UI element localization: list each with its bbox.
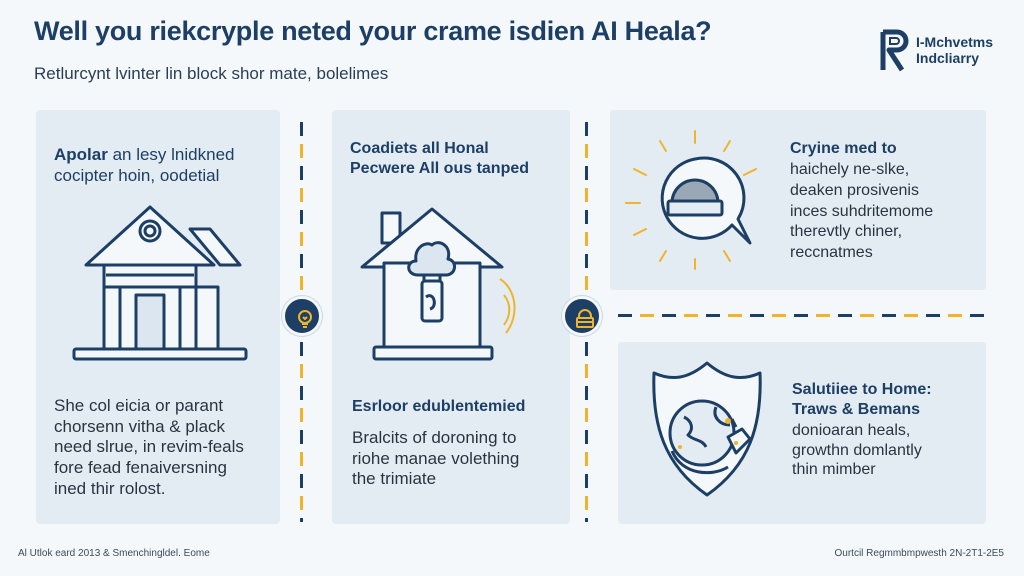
divider-horizontal [618, 314, 986, 317]
panel2-body-line: the trimiate [352, 469, 437, 489]
panel3-body-line: reccnatmes [790, 244, 873, 262]
panel1-body-line: fore fead fenaiversning [54, 458, 227, 478]
footer-left: Al Utlok eard 2013 & Smenchingldel. Eome [18, 548, 210, 559]
panel1-heading-bold: Apolar [54, 145, 108, 164]
panel2-body-line: riohe manae volething [352, 448, 520, 468]
lock-icon [576, 309, 594, 328]
panel4-body: donioaran heals, growthn domlantly thin … [792, 421, 922, 480]
panel2-body-line: Bralcits of doroning to [352, 428, 517, 447]
logo-line-2: Indcliarry [916, 50, 980, 66]
panel1-body: She col eicia or parant chorsenn vitha &… [54, 396, 244, 500]
house-icon [72, 205, 248, 361]
shield-globe-icon [652, 361, 762, 497]
panel1-body-line: She col eicia or parant [54, 396, 224, 415]
panel1-heading: Apolar an lesy lnidkned cocipter hoin, o… [54, 145, 234, 186]
panel2-heading-line: Pecwere All ous tanped [350, 159, 530, 177]
brand-logo: I-Mchvetms Indcliarry [880, 28, 1010, 76]
panel4-heading-line: Traws & Bemans [792, 400, 921, 418]
panel1-body-line: need slrue, in revim-feals [54, 437, 244, 457]
panel3-body-line: inces suhdritemome [790, 202, 934, 220]
page-title: Well you riekcryple neted your crame isd… [34, 16, 712, 46]
panel2-body: Bralcits of doroning to riohe manae vole… [352, 428, 519, 490]
panel4-heading-line: Salutiiee to Home: [792, 381, 932, 398]
panel3-body-line: deaken prosivenis [790, 181, 919, 199]
panel1-heading-line2: cocipter hoin, oodetial [54, 165, 220, 185]
house-key-icon [360, 207, 516, 361]
alert-bubble-icon [625, 130, 757, 270]
lightbulb-icon [298, 310, 312, 328]
panel2-heading: Coadiets all Honal Pecwere All ous tanpe… [350, 139, 529, 178]
page-subtitle: Retlurcynt lvinter lin block shor mate, … [34, 64, 389, 83]
panel3-body: haichely ne-slke, deaken prosivenis ince… [790, 160, 933, 264]
panel3-heading: Cryine med to [790, 140, 897, 157]
panel1-body-line: ined thir rolost. [54, 478, 166, 498]
panel2-heading-line: Coadiets all Honal [350, 140, 489, 157]
panel1-heading-rest: an lesy lnidkned [107, 145, 235, 164]
panel2-subheading: Esrloor edublentemied [352, 398, 526, 415]
logo-r-icon [880, 29, 909, 72]
panel4-body-line: growthn domlantly [792, 441, 922, 459]
panel1-body-line: chorsenn vitha & plack [54, 416, 226, 436]
panel3-body-line: therevtly chiner, [790, 223, 903, 241]
flow-node-1 [282, 296, 322, 336]
panel4-heading: Salutiiee to Home: Traws & Bemans [792, 380, 932, 419]
panel3-body-line: haichely ne-slke, [790, 161, 910, 178]
flow-node-2 [562, 296, 602, 336]
panel4-body-line: thin mimber [792, 461, 876, 479]
footer-right: Ourtcil Regmmbmpwesth 2N-2T1-2E5 [834, 548, 1005, 559]
panel4-body-line: donioaran heals, [792, 422, 911, 439]
logo-line-1: I-Mchvetms [916, 34, 994, 50]
